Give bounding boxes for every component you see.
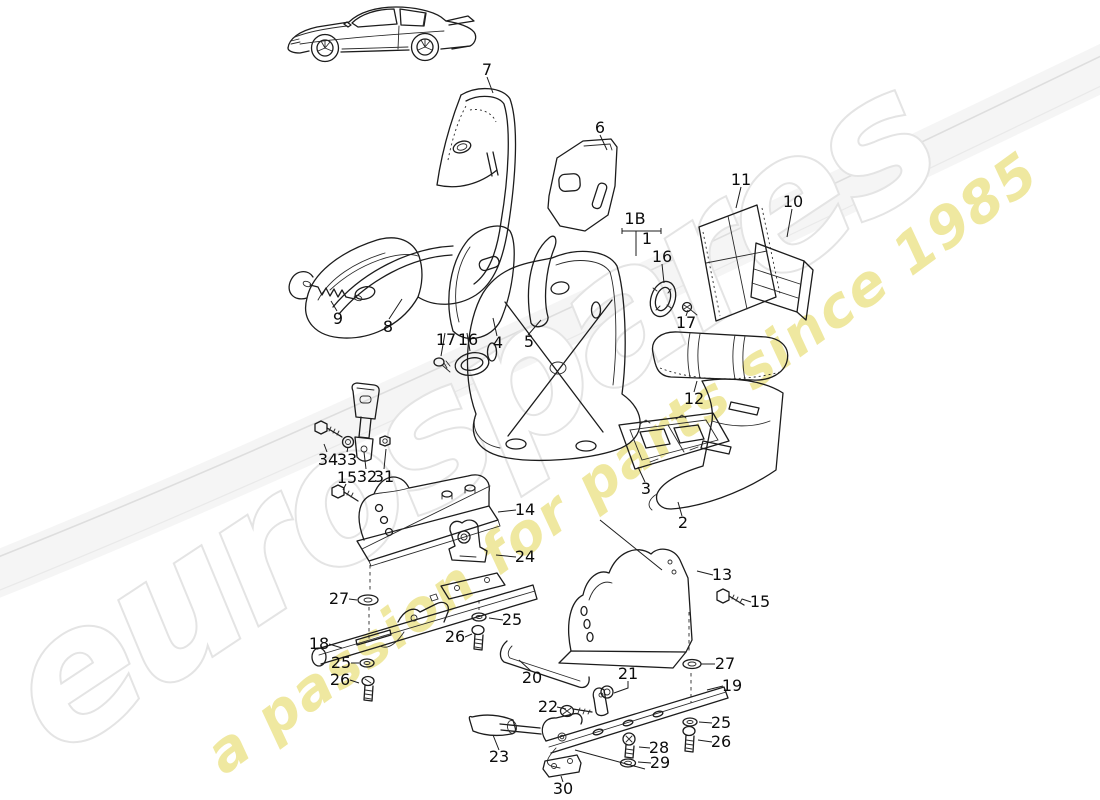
part-26-screw-mid-drawing xyxy=(471,624,485,651)
part-label-10-3: 10 xyxy=(782,192,804,211)
leader-lines xyxy=(323,76,793,783)
part-label-18-29: 18 xyxy=(308,634,330,653)
part-label-15-17: 15 xyxy=(336,468,358,487)
part-31-nut-drawing xyxy=(379,435,391,447)
part-11-pad-drawing xyxy=(698,204,781,322)
part-label-17-10: 17 xyxy=(435,330,457,349)
part-label-20-33: 20 xyxy=(521,668,543,687)
part-label-21-32: 21 xyxy=(617,664,639,683)
part-label-26-28: 26 xyxy=(444,627,466,646)
part-label-9-7: 9 xyxy=(332,309,344,328)
part-label-12-14: 12 xyxy=(683,389,705,408)
part-label-16-6: 16 xyxy=(651,247,673,266)
vehicle-side-view-icon xyxy=(287,6,477,63)
part-34-bolt-drawing xyxy=(314,420,343,438)
part-label-23-40: 23 xyxy=(488,747,510,766)
part-label-4-12: 4 xyxy=(492,333,504,352)
part-label-6-1: 6 xyxy=(594,118,606,137)
part-label-27-25: 27 xyxy=(328,589,350,608)
part-13-bracket-drawing xyxy=(558,548,693,669)
part-label-17-9: 17 xyxy=(675,313,697,332)
part-15-screw-left-drawing xyxy=(331,484,359,502)
part-label-33-16: 33 xyxy=(336,450,358,469)
part-label-5-13: 5 xyxy=(523,332,535,351)
part-label-29-41: 29 xyxy=(649,753,671,772)
part-label-25-37: 25 xyxy=(710,713,732,732)
part-label-26-38: 26 xyxy=(710,732,732,751)
part-23-knob-drawing xyxy=(468,714,518,737)
part-18-rail-drawing xyxy=(311,584,538,667)
part-4-pad-drawing xyxy=(448,225,515,340)
part-label-3-20: 3 xyxy=(640,479,652,498)
part-label-8-8: 8 xyxy=(382,317,394,336)
part-3-frame-drawing xyxy=(618,412,730,470)
part-7-seat-drawing xyxy=(288,88,517,339)
part-24-clevis-drawing xyxy=(448,519,488,563)
part-label-32-18: 32 xyxy=(356,467,378,486)
part-label-11-2: 11 xyxy=(730,170,752,189)
part-label-13-24: 13 xyxy=(711,565,733,584)
part-label-22-36: 22 xyxy=(537,697,559,716)
part-25-washer-left-drawing xyxy=(359,658,375,668)
part-25-washer-mid-drawing xyxy=(471,612,487,622)
part-19-rail-drawing xyxy=(499,686,729,769)
part-16-ring-drawing xyxy=(649,280,677,318)
part-14-bracket-drawing xyxy=(356,474,501,567)
part-label-25-27: 25 xyxy=(501,610,523,629)
part-30-plate-drawing xyxy=(542,754,582,778)
part-label-15-26: 15 xyxy=(749,592,771,611)
part-6-panel-drawing xyxy=(547,138,618,232)
part-26-bolt-right-drawing xyxy=(682,725,696,753)
part-17-screw2-drawing xyxy=(433,357,451,373)
part-label-27-31: 27 xyxy=(714,654,736,673)
part-14-base-plate-drawing xyxy=(440,572,506,600)
part-label-16-11: 16 xyxy=(457,330,479,349)
part-label-19-35: 19 xyxy=(721,676,743,695)
part-16-ring2-drawing xyxy=(454,352,490,376)
part-label-2-22: 2 xyxy=(677,513,689,532)
part-label-1B-4: 1B xyxy=(624,209,646,228)
part-8-shell-drawing xyxy=(332,245,454,315)
part-2-mat-drawing xyxy=(648,378,784,511)
part-label-25-30: 25 xyxy=(330,653,352,672)
part-26-screw-left-drawing xyxy=(361,675,375,702)
part-label-34-15: 34 xyxy=(317,450,339,469)
part-label-31-19: 31 xyxy=(373,467,395,486)
index-1b-bracket xyxy=(621,228,662,256)
part-1-frame-drawing xyxy=(466,250,641,461)
part-label-26-34: 26 xyxy=(329,670,351,689)
part-10-block-drawing xyxy=(750,242,814,321)
part-label-30-42: 30 xyxy=(552,779,574,798)
part-20-handle-drawing xyxy=(499,640,590,689)
part-28-screw-drawing xyxy=(622,732,636,759)
part-label-1-5: 1 xyxy=(641,229,653,248)
part-label-7-0: 7 xyxy=(481,60,493,79)
part-label-28-39: 28 xyxy=(648,738,670,757)
part-9-spring-drawing xyxy=(302,280,363,302)
part-15-screw-right-drawing xyxy=(716,588,745,606)
part-label-14-21: 14 xyxy=(514,500,536,519)
part-22-bolt-drawing xyxy=(559,687,609,718)
part-27-washer-left-drawing xyxy=(357,594,379,606)
part-label-24-23: 24 xyxy=(514,547,536,566)
part-12-cushion-drawing xyxy=(651,331,789,381)
